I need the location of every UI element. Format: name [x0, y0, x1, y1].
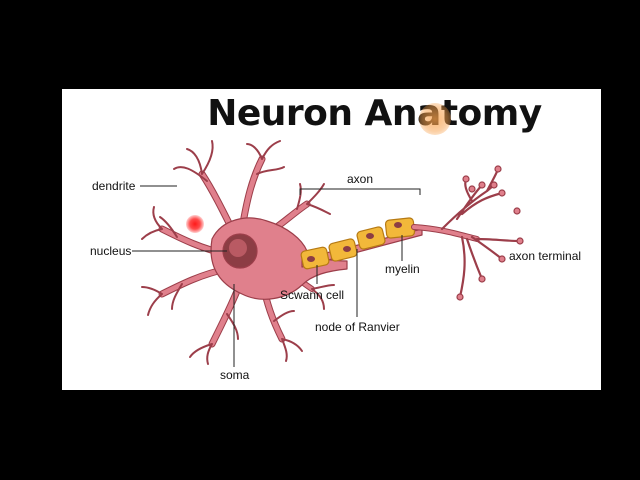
- label-axon: axon: [347, 172, 374, 186]
- neuron-diagram: [132, 140, 524, 367]
- schwann-nuclei: [307, 222, 402, 262]
- myelin-segment-2: [328, 238, 358, 262]
- label-nucleus: nucleus: [90, 244, 132, 258]
- pointer-highlight: [419, 103, 451, 135]
- label-dendrite: dendrite: [92, 179, 136, 193]
- label-soma: soma: [220, 368, 250, 382]
- cursor-highlight: [186, 215, 204, 233]
- terminal-knobs: [456, 165, 524, 301]
- label-axon-terminal: axon terminal: [509, 249, 582, 263]
- label-schwann-cell: Scwann cell: [280, 288, 345, 302]
- leader-lines: [132, 185, 421, 367]
- axon-bracket: [299, 188, 421, 195]
- myelin-segment-4: [384, 217, 416, 239]
- slide-canvas: Neuron Anatomy: [62, 89, 601, 390]
- page-title: Neuron Anatomy: [207, 93, 542, 134]
- neuron-illustration: [141, 140, 524, 365]
- label-myelin: myelin: [385, 262, 420, 276]
- label-node-of-ranvier: node of Ranvier: [315, 320, 400, 334]
- axon-terminal-branches: [411, 167, 522, 299]
